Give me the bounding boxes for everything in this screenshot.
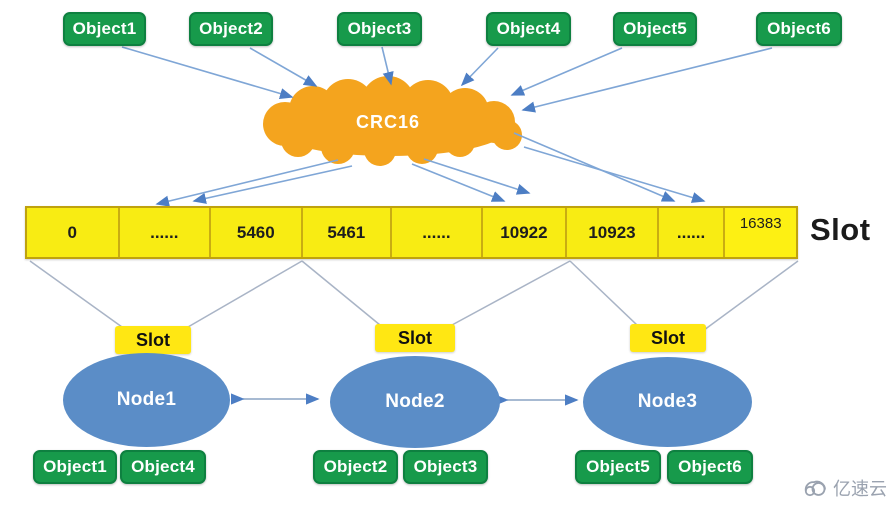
arrows-crc16-to-slots: [155, 132, 706, 207]
slot-cell-5461: 5461: [303, 208, 393, 257]
node3-slot-tag: Slot: [630, 324, 706, 352]
node3-object-6: Object6: [667, 450, 753, 484]
top-object-4: Object4: [486, 12, 571, 46]
arrows-objects-to-crc16: [121, 46, 773, 113]
watermark-cloud-icon: [801, 477, 829, 499]
node-2: Node2: [330, 356, 500, 448]
node2-object-2: Object2: [313, 450, 398, 484]
node1-object-1: Object1: [33, 450, 117, 484]
slot-range-connectors: [29, 260, 799, 334]
node-1: Node1: [63, 353, 230, 447]
node2-slot-tag: Slot: [375, 324, 455, 352]
slot-cell-dots2: ......: [392, 208, 483, 257]
node-3: Node3: [583, 357, 752, 447]
crc16-cloud: [263, 76, 522, 166]
node2-object-3: Object3: [403, 450, 488, 484]
slot-axis-label: Slot: [810, 212, 871, 247]
top-object-3: Object3: [337, 12, 422, 46]
slot-cell-16383: 16383: [725, 208, 797, 257]
slot-cell-10922: 10922: [483, 208, 568, 257]
slot-cell-10923: 10923: [567, 208, 659, 257]
top-object-1: Object1: [63, 12, 146, 46]
slot-bar: 0 ...... 5460 5461 ...... 10922 10923 ..…: [25, 206, 798, 259]
crc16-cloud-label: CRC16: [356, 112, 420, 132]
slot-cell-dots3: ......: [659, 208, 726, 257]
node1-object-4: Object4: [120, 450, 206, 484]
slot-cell-dots1: ......: [120, 208, 212, 257]
slot-cell-0: 0: [27, 208, 120, 257]
node3-object-5: Object5: [575, 450, 661, 484]
watermark: 亿速云: [801, 475, 887, 501]
top-object-5: Object5: [613, 12, 697, 46]
top-object-2: Object2: [189, 12, 273, 46]
node1-slot-tag: Slot: [115, 326, 191, 354]
watermark-brand: 亿速云: [833, 479, 887, 499]
top-object-6: Object6: [756, 12, 842, 46]
slot-cell-5460: 5460: [211, 208, 303, 257]
